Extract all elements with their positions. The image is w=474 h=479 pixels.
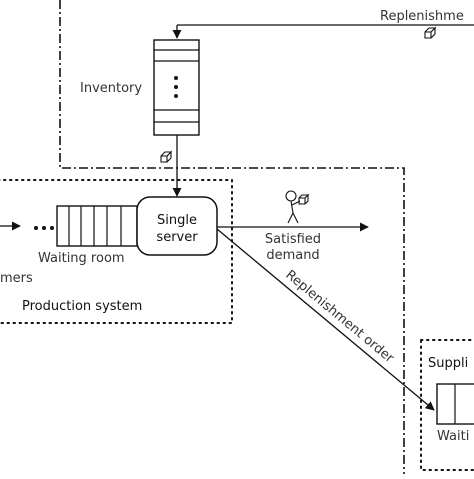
customers-label: mers [0, 271, 33, 286]
single-server-label-line2: server [156, 230, 198, 245]
single-server-node [136, 196, 218, 256]
satisfied-label-line1: Satisfied [265, 232, 321, 247]
production-system-boundary [0, 179, 233, 324]
inventory-system-boundary [59, 0, 405, 474]
inventory-label: Inventory [80, 81, 142, 96]
customer-figure-icon [285, 190, 310, 224]
item-box-icon-inventory [160, 150, 173, 163]
replenishment-order-arrow [216, 228, 435, 411]
single-server-label-line1: Single [157, 213, 197, 228]
supplier-boundary [420, 339, 474, 471]
replenishment-top-label: Replenishme [380, 9, 464, 24]
supplier-label: Suppli [428, 356, 468, 371]
supplier-queue [436, 383, 474, 425]
replenishment-order-label: Replenishment order [282, 268, 397, 367]
item-box-icon [424, 26, 437, 39]
satisfied-label-line2: demand [266, 248, 319, 263]
production-system-label: Production system [22, 299, 142, 314]
waiting-room-label: Waiting room [38, 251, 125, 266]
waiting-room-queue [56, 205, 138, 247]
supplier-waiting-label: Waiti [437, 429, 469, 444]
inventory-stack [153, 39, 200, 136]
